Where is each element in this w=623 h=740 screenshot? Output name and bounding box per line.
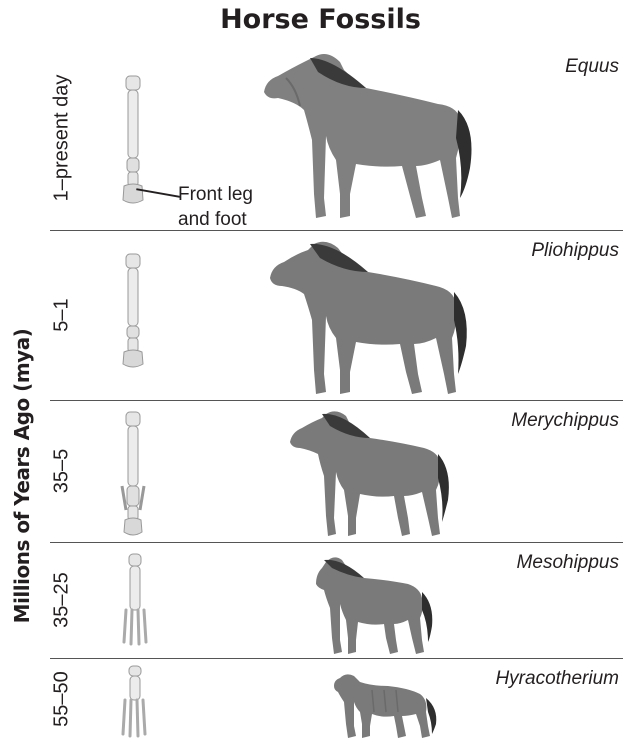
row-hyracotherium: 55–50 Hyracotherium <box>50 658 623 740</box>
genus-label: Pliohippus <box>531 240 619 262</box>
diagram-title: Horse Fossils <box>18 4 623 35</box>
leg-annotation-line-2: and foot <box>178 207 253 232</box>
genus-label: Equus <box>565 56 619 78</box>
front-leg-bone-icon <box>118 410 148 540</box>
row-equus: 1–present day Equus Front leg and foot <box>50 46 623 231</box>
genus-label: Merychippus <box>511 410 619 432</box>
hyracotherium-horse-illustration <box>332 668 442 740</box>
time-range-label: 35–25 <box>51 572 74 628</box>
y-axis-label: Millions of Years Ago (mya) <box>10 329 34 624</box>
pliohippus-horse-illustration <box>264 234 474 399</box>
row-mesohippus: 35–25 Mesohippus <box>50 542 623 659</box>
time-range-label: 5–1 <box>51 298 74 331</box>
leg-annotation: Front leg and foot <box>178 182 253 232</box>
time-range-label: 35–5 <box>51 449 74 494</box>
front-leg-bone-icon <box>120 552 150 652</box>
row-pliohippus: 5–1 Pliohippus <box>50 230 623 401</box>
time-range-label: 55–50 <box>51 671 74 727</box>
front-leg-bone-icon <box>120 664 150 740</box>
genus-label: Mesohippus <box>517 552 619 574</box>
row-merychippus: 35–5 Merychippus <box>50 400 623 543</box>
time-range-label: 1–present day <box>51 75 74 202</box>
equus-horse-illustration <box>256 48 476 226</box>
front-leg-bone-icon <box>118 252 148 372</box>
mesohippus-horse-illustration <box>312 548 442 658</box>
merychippus-horse-illustration <box>286 404 456 540</box>
genus-label: Hyracotherium <box>495 668 619 690</box>
leg-annotation-line-1: Front leg <box>178 182 253 207</box>
